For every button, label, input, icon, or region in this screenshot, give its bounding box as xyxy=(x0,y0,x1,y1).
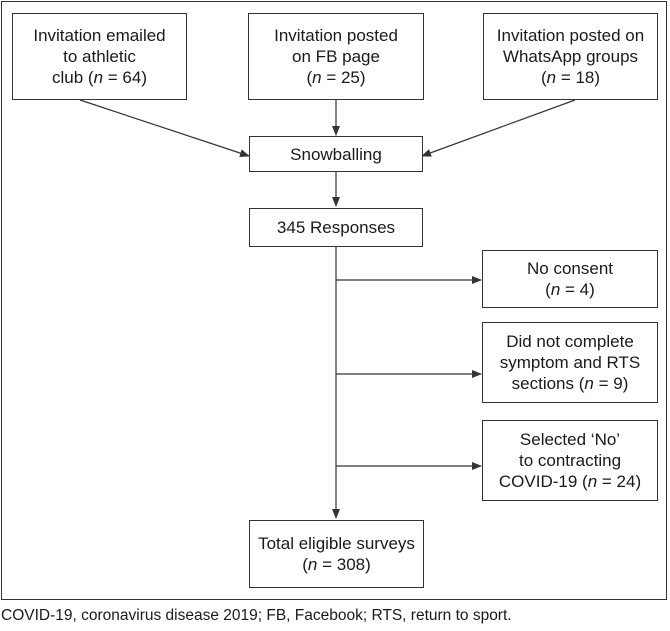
invitation-email-box: Invitation emailed to athletic club (n =… xyxy=(12,13,187,100)
incomplete-line-1: Did not complete xyxy=(506,332,634,351)
selected-no-line-1: Selected ‘No’ xyxy=(519,430,621,449)
arrow-whatsapp-to-snowballing xyxy=(421,99,576,157)
responses-box: 345 Responses xyxy=(249,208,423,247)
selected-no-box: Selected ‘No’ to contracting COVID-19 (n… xyxy=(482,420,658,501)
invitation-email-line-2: to athletic xyxy=(63,47,136,66)
invitation-whatsapp-box: Invitation posted on WhatsApp groups (n … xyxy=(483,13,658,100)
eligible-line-2: (n = 308) xyxy=(302,555,371,574)
invitation-whatsapp-line-2: WhatsApp groups xyxy=(502,47,639,66)
selected-no-line-2: to contracting xyxy=(518,451,622,470)
no-consent-line-1: No consent xyxy=(527,259,613,278)
no-consent-line-2: (n = 4) xyxy=(545,280,595,299)
snowballing-label: Snowballing xyxy=(290,144,382,164)
selected-no-line-3: COVID-19 (n = 24) xyxy=(498,472,642,491)
figure-caption: COVID-19, coronavirus disease 2019; FB, … xyxy=(1,607,512,624)
eligible-surveys-box: Total eligible surveys (n = 308) xyxy=(249,520,424,588)
invitation-fb-line-1: Invitation posted xyxy=(274,26,398,45)
incomplete-line-2: symptom and RTS xyxy=(499,353,641,372)
responses-label: 345 Responses xyxy=(276,218,396,237)
incomplete-line-3: sections (n = 9) xyxy=(511,374,629,393)
invitation-whatsapp-line-3: (n = 18) xyxy=(540,68,601,87)
invitation-email-line-3: club (n = 64) xyxy=(52,68,147,87)
no-consent-box: No consent (n = 4) xyxy=(482,250,658,308)
invitation-fb-line-3: (n = 25) xyxy=(306,68,366,87)
invitation-email-line-1: Invitation emailed xyxy=(33,26,166,45)
figure-frame xyxy=(1,1,667,600)
eligible-line-1: Total eligible surveys xyxy=(258,534,415,553)
invitation-fb-box: Invitation posted on FB page (n = 25) xyxy=(248,13,424,100)
arrow-email-to-snowballing xyxy=(79,99,250,157)
snowballing-box: Snowballing xyxy=(249,136,423,172)
invitation-fb-line-2: on FB page xyxy=(292,47,380,66)
incomplete-sections-box: Did not complete symptom and RTS section… xyxy=(482,322,658,403)
invitation-whatsapp-line-1: Invitation posted on xyxy=(496,26,645,45)
